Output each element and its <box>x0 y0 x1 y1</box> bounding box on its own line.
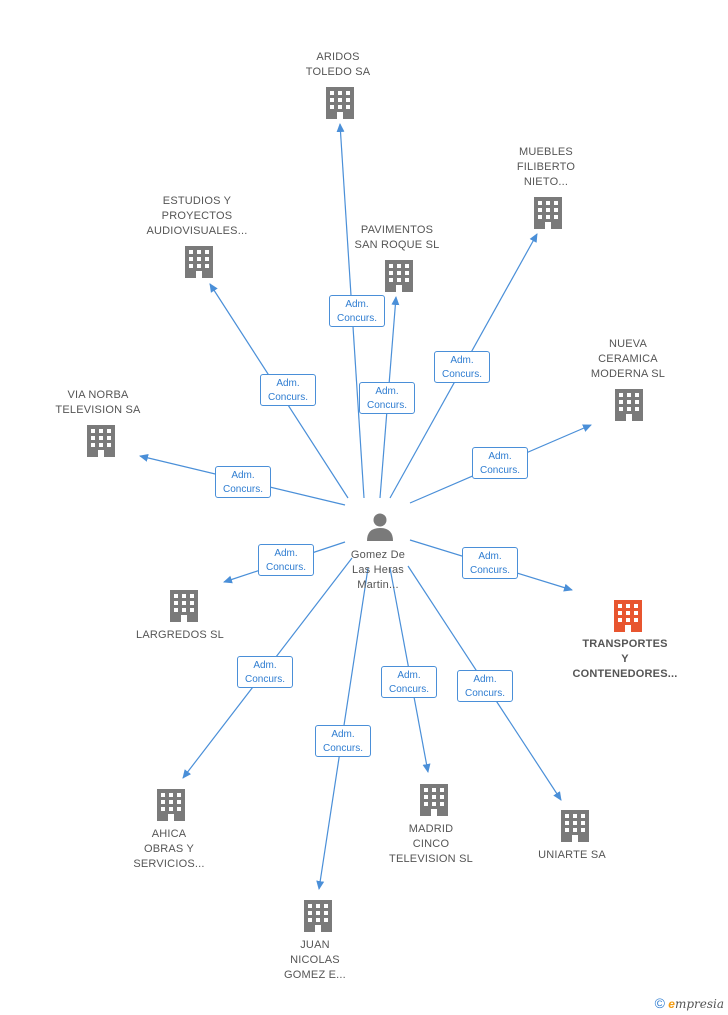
building-icon[interactable] <box>185 246 213 278</box>
person-icon[interactable] <box>367 513 393 542</box>
relation-label-largredos: Adm. Concurs. <box>258 544 314 576</box>
company-name-vianorba[interactable]: VIA NORBA TELEVISION SA <box>55 389 141 416</box>
relation-label-vianorba: Adm. Concurs. <box>215 466 271 498</box>
building-icon[interactable] <box>170 590 198 622</box>
brand-name: mpresia <box>674 997 724 1011</box>
company-name-uniarte[interactable]: UNIARTE SA <box>538 849 606 861</box>
building-icon[interactable] <box>420 784 448 816</box>
copyright-icon: © <box>654 995 665 1011</box>
relation-label-pavimentos: Adm. Concurs. <box>359 382 415 414</box>
brand-initial: e <box>668 997 675 1011</box>
company-name-estudios[interactable]: ESTUDIOS Y PROYECTOS AUDIOVISUALES... <box>146 195 248 237</box>
company-name-madrid[interactable]: MADRID CINCO TELEVISION SL <box>389 823 473 865</box>
relation-label-madrid: Adm. Concurs. <box>381 666 437 698</box>
building-icon[interactable] <box>561 810 589 842</box>
company-name-largredos[interactable]: LARGREDOS SL <box>136 629 224 641</box>
relation-label-muebles: Adm. Concurs. <box>434 351 490 383</box>
company-name-juan[interactable]: JUAN NICOLAS GOMEZ E... <box>284 939 346 981</box>
relation-label-transportes: Adm. Concurs. <box>462 547 518 579</box>
relation-label-estudios: Adm. Concurs. <box>260 374 316 406</box>
company-name-muebles[interactable]: MUEBLES FILIBERTO NIETO... <box>516 146 576 188</box>
building-icon[interactable] <box>87 425 115 457</box>
relation-label-ahica: Adm. Concurs. <box>237 656 293 688</box>
company-name-nueva[interactable]: NUEVA CERAMICA MODERNA SL <box>590 338 666 380</box>
relation-label-juan: Adm. Concurs. <box>315 725 371 757</box>
building-icon[interactable] <box>304 900 332 932</box>
building-icon[interactable] <box>534 197 562 229</box>
brand-footer: © empresia <box>655 995 724 1011</box>
company-name-transportes[interactable]: TRANSPORTES Y CONTENEDORES... <box>572 638 678 680</box>
icons-layer <box>87 87 643 932</box>
relation-label-uniarte: Adm. Concurs. <box>457 670 513 702</box>
company-name-ahica[interactable]: AHICA OBRAS Y SERVICIOS... <box>133 828 205 870</box>
relation-label-nueva: Adm. Concurs. <box>472 447 528 479</box>
building-icon[interactable] <box>614 600 642 632</box>
company-name-pavimentos[interactable]: PAVIMENTOS SAN ROQUE SL <box>354 224 440 251</box>
company-name-aridos[interactable]: ARIDOS TOLEDO SA <box>305 51 371 78</box>
building-icon[interactable] <box>157 789 185 821</box>
center-person-name[interactable]: Gomez De Las Heras Martin... <box>350 549 406 591</box>
building-icon[interactable] <box>385 260 413 292</box>
building-icon[interactable] <box>615 389 643 421</box>
building-icon[interactable] <box>326 87 354 119</box>
relation-label-aridos: Adm. Concurs. <box>329 295 385 327</box>
